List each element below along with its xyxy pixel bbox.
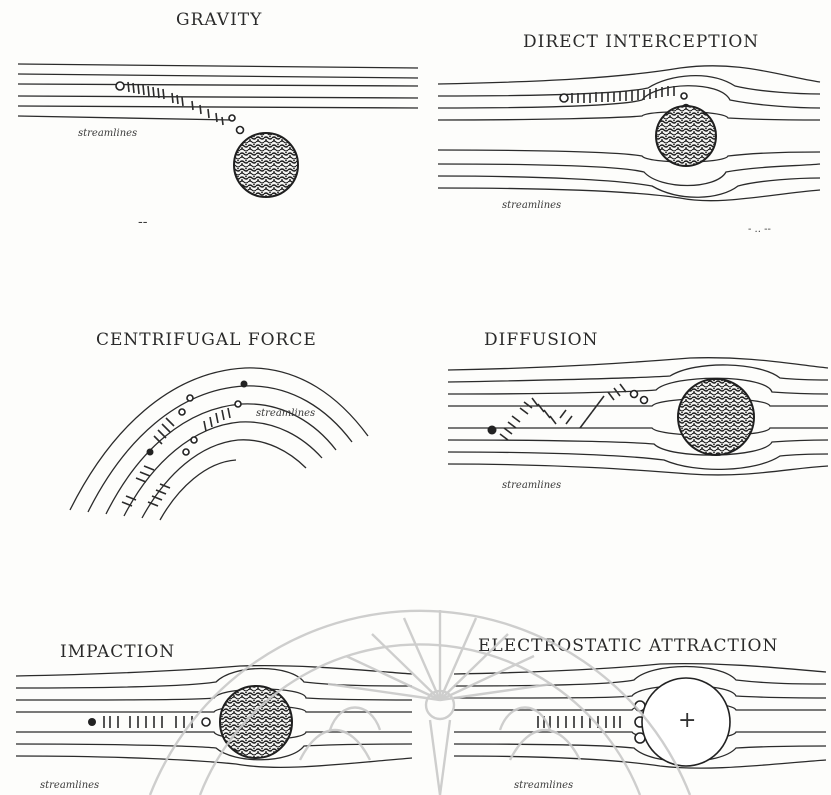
panel-impaction: IMPACTION streamlines [0,620,420,795]
gravity-drawing [0,0,420,240]
streamlines-label: streamlines [502,480,561,491]
panel-centrifugal-force: CENTRIFUGAL FORCE [0,300,420,520]
panel-gravity: GRAVITY streamlines [0,0,420,240]
streamlines-label: streamlines [40,780,99,791]
panel-direct-interception: DIRECT INTERCEPTION [420,0,831,260]
streamlines-label: streamlines [256,408,315,419]
streamlines-label: streamlines [78,128,137,139]
impaction-drawing [0,620,420,795]
diffusion-drawing [420,300,831,520]
direct-interception-drawing [420,0,831,260]
panel-diffusion: DIFFUSION [420,300,831,520]
streamlines-label: streamlines [514,780,573,791]
charge-plus: + [678,708,696,733]
centrifugal-force-drawing [0,300,420,520]
panel-electrostatic-attraction: ELECTROSTATIC ATTRACTION + streamline [420,620,831,795]
dash-marks: - .. -- [748,224,771,235]
streamlines-label: streamlines [502,200,561,211]
dash-mark: -- [138,214,147,230]
electrostatic-attraction-drawing [420,620,831,795]
